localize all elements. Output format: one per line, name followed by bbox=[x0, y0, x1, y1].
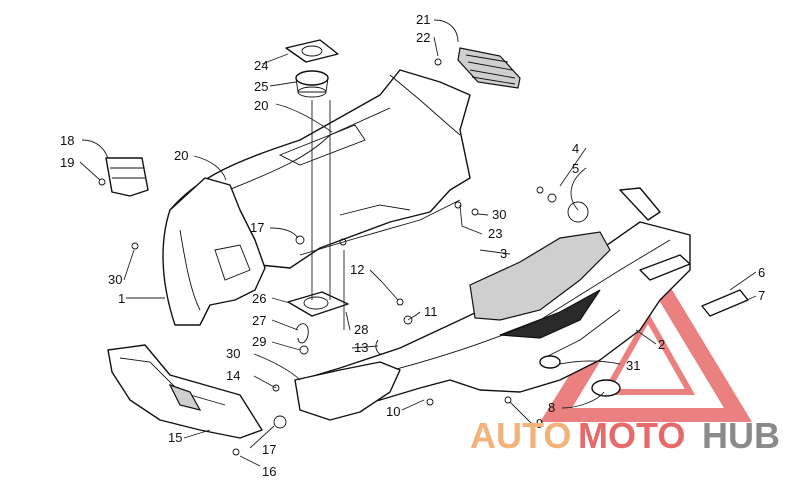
callout-30-bottom: 30 bbox=[226, 346, 240, 361]
watermark-part-auto: AUTO bbox=[470, 415, 571, 456]
callout-3: 3 bbox=[500, 246, 507, 261]
callout-18: 18 bbox=[60, 133, 74, 148]
callout-29: 29 bbox=[252, 334, 266, 349]
callout-20-top: 20 bbox=[254, 98, 268, 113]
callout-25: 25 bbox=[254, 79, 268, 94]
left-side-panel bbox=[162, 177, 266, 326]
callout-17-bottom: 17 bbox=[262, 442, 276, 457]
callout-31: 31 bbox=[626, 358, 640, 373]
fasteners bbox=[98, 58, 589, 456]
floor-mat bbox=[469, 231, 611, 321]
callout-6: 6 bbox=[758, 265, 765, 280]
callout-24: 24 bbox=[254, 58, 268, 73]
leader-lines bbox=[79, 19, 757, 467]
callout-22: 22 bbox=[416, 30, 430, 45]
callout-1: 1 bbox=[118, 291, 125, 306]
grommet-part bbox=[295, 70, 329, 98]
watermark-part-hub: HUB bbox=[702, 415, 780, 456]
callout-26: 26 bbox=[252, 291, 266, 306]
mount-plate-lower bbox=[287, 291, 349, 317]
watermark-part-moto: MOTO bbox=[578, 415, 685, 456]
callout-4: 4 bbox=[572, 141, 579, 156]
watermark-text: AUTO MOTO HUB bbox=[470, 415, 780, 456]
callout-5: 5 bbox=[572, 161, 579, 176]
callout-30-left: 30 bbox=[108, 272, 122, 287]
callout-20-left: 20 bbox=[174, 148, 188, 163]
vent-grille bbox=[457, 47, 521, 89]
callout-16: 16 bbox=[262, 464, 276, 479]
callout-23: 23 bbox=[488, 226, 502, 241]
callout-28: 28 bbox=[354, 322, 368, 337]
callout-11: 11 bbox=[424, 304, 438, 319]
callout-7: 7 bbox=[758, 288, 765, 303]
callout-2: 2 bbox=[658, 337, 665, 352]
callout-30-right: 30 bbox=[492, 207, 506, 222]
boot-part bbox=[105, 157, 149, 197]
callout-15: 15 bbox=[168, 430, 182, 445]
callout-9: 9 bbox=[536, 416, 543, 431]
callout-13: 13 bbox=[354, 340, 368, 355]
callout-12: 12 bbox=[350, 262, 364, 277]
watermark-inner-triangle-icon bbox=[600, 311, 696, 395]
callout-10: 10 bbox=[386, 404, 400, 419]
callout-14: 14 bbox=[226, 368, 240, 383]
callout-17-top: 17 bbox=[250, 220, 264, 235]
callout-labels: 21 22 24 25 20 18 19 20 4 5 30 17 23 3 3… bbox=[60, 12, 765, 479]
callout-21: 21 bbox=[416, 12, 430, 27]
callout-8: 8 bbox=[548, 400, 555, 415]
mount-plate-top bbox=[285, 39, 339, 63]
callout-27: 27 bbox=[252, 313, 266, 328]
callout-19: 19 bbox=[60, 155, 74, 170]
